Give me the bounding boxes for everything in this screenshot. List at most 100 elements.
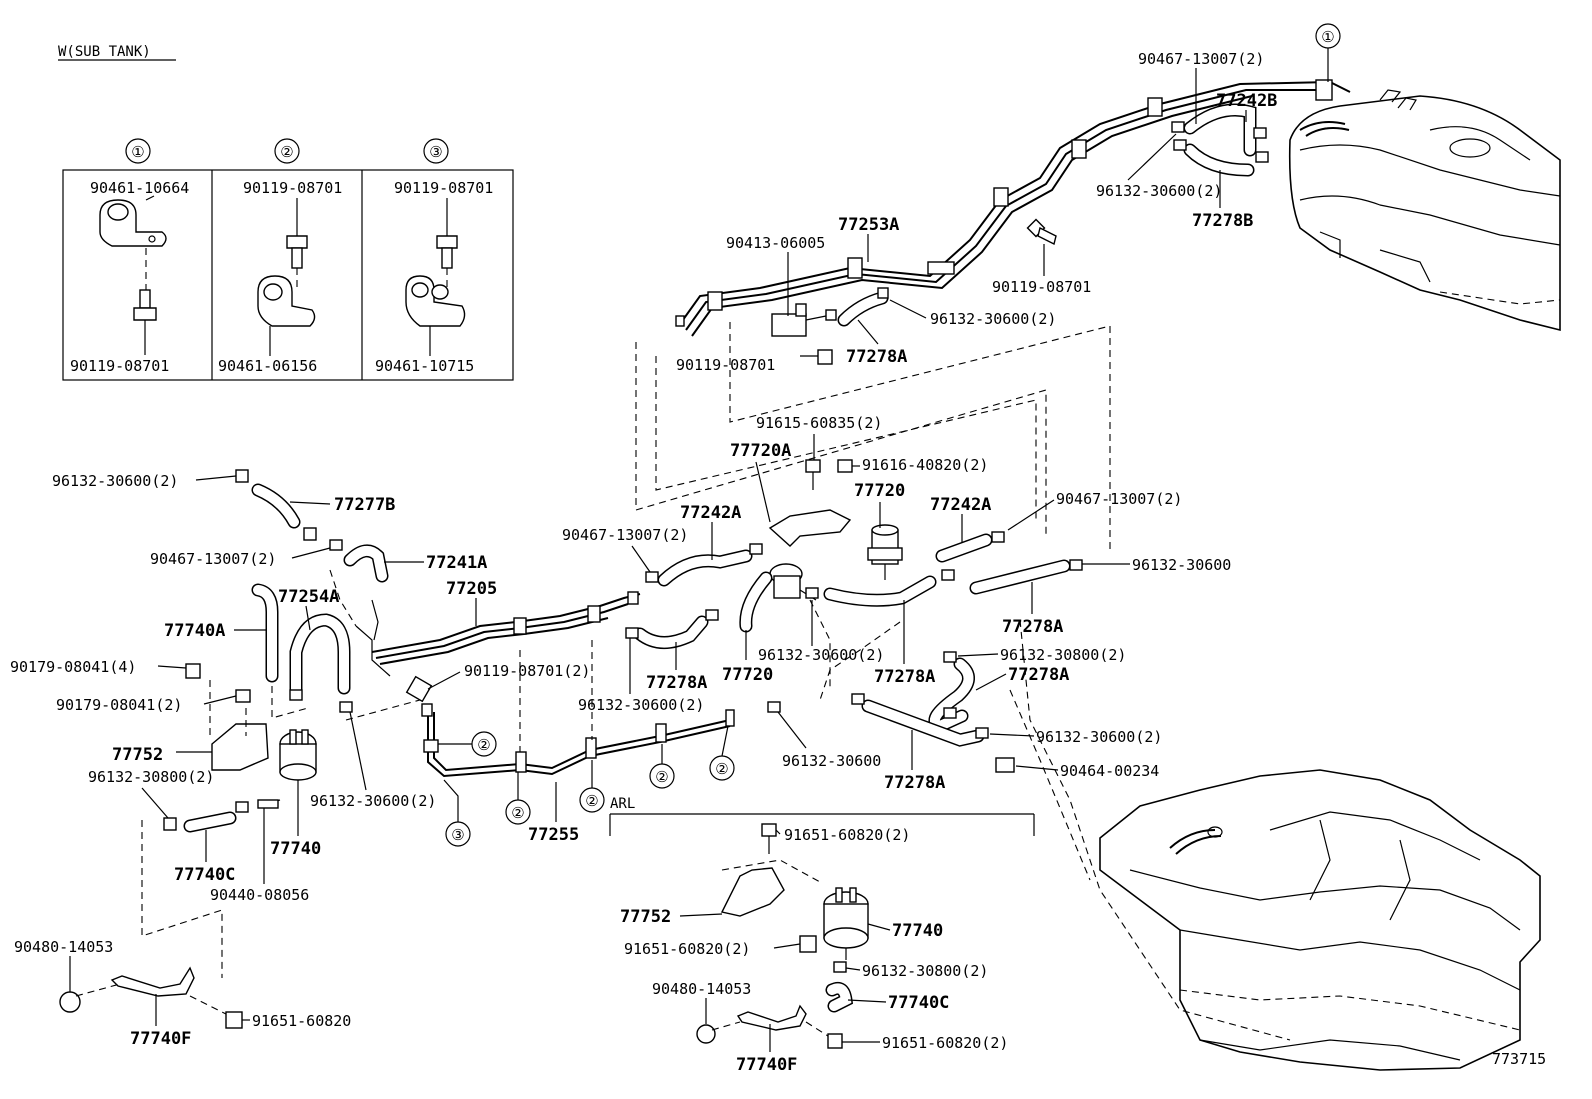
pipe-bracket: [927, 261, 955, 275]
bolt-icon: [800, 349, 833, 365]
bracket-77720A: [768, 509, 852, 547]
line-clamp: [655, 723, 667, 743]
part-label: 96132-30600(2): [930, 310, 1056, 328]
part-label: 91651-60820(2): [784, 826, 910, 844]
line-clamp: [725, 709, 735, 727]
svg-text:②: ②: [477, 736, 490, 754]
dashed-guide: [1009, 689, 1091, 881]
part-label: 77740F: [736, 1055, 797, 1075]
callout-1: ①: [1315, 23, 1341, 82]
line-clamp: [1071, 139, 1087, 159]
panel-1-bottom-part: 90119-08701: [70, 357, 169, 375]
dashed-guide: [189, 995, 227, 1015]
part-label: 90440-08056: [210, 886, 309, 904]
bolt-icon: [799, 935, 817, 953]
line-clamp: [993, 187, 1009, 207]
bolt-icon: [286, 198, 308, 269]
part-label: 77720: [854, 481, 905, 501]
bolt-icon: [405, 671, 461, 703]
dashed-guide: [809, 599, 831, 690]
hose-clip-icon: [1171, 121, 1269, 163]
svg-text:②: ②: [715, 760, 728, 778]
dashed-boundary: [729, 322, 1111, 550]
part-label: 91651-60820(2): [882, 1034, 1008, 1052]
part-label: 90413-06005: [726, 234, 825, 252]
part-label: 96132-30600: [782, 752, 881, 770]
part-label: 77241A: [426, 553, 487, 573]
svg-text:②: ②: [585, 792, 598, 810]
clamp-icon: [99, 199, 167, 247]
part-label: 96132-30600(2): [758, 646, 884, 664]
part-label: 91615-60835(2): [756, 414, 882, 432]
part-label: 96132-30600(2): [578, 696, 704, 714]
part-label: 77255: [528, 825, 579, 845]
bolt-icon: [805, 459, 853, 490]
bolt-icon: [436, 198, 458, 269]
bracket-77740F: [59, 966, 243, 1029]
panel-1-top-part: 90461-10664: [90, 179, 189, 197]
part-label: 91616-40820(2): [862, 456, 988, 474]
pipe-assembly-77255: [423, 709, 735, 778]
panel-2-bottom-part: 90461-06156: [218, 357, 317, 375]
part-label: 90467-13007(2): [562, 526, 688, 544]
callout-2: ②: [438, 731, 497, 757]
callout-2: ②: [505, 772, 531, 825]
diagram-code: 773715: [1492, 1050, 1546, 1068]
callout-2: ②: [709, 725, 735, 781]
part-label: 90480-14053: [14, 938, 113, 956]
lower-sub-tank: [1099, 769, 1541, 1071]
upper-pipe-assembly-77253A: [679, 79, 1351, 337]
part-label: 90179-08041(4): [10, 658, 136, 676]
vsv-canister-77740: [211, 723, 317, 809]
part-label: 77253A: [838, 215, 899, 235]
part-label: 77752: [112, 745, 163, 765]
part-label: 77278B: [1192, 211, 1253, 231]
grommet-icon: [995, 757, 1015, 773]
hose-clip-icon: [833, 961, 847, 973]
part-label: 77277B: [334, 495, 395, 515]
nut-icon: [59, 991, 81, 1013]
part-label: 77740A: [164, 621, 225, 641]
part-label: 77278A: [884, 773, 945, 793]
vsv-valve-upper: [771, 303, 827, 337]
part-label: 77242B: [1216, 91, 1277, 111]
panel-1-number: ①: [131, 143, 144, 161]
callout-3: ③: [443, 779, 471, 847]
part-label: 77752: [620, 907, 671, 927]
svg-text:①: ①: [1321, 28, 1334, 46]
arl-label: ARL: [610, 796, 635, 812]
line-clamp: [423, 739, 439, 753]
dashed-guide: [141, 820, 223, 978]
part-label: 77242A: [680, 503, 741, 523]
dashed-guide: [75, 983, 121, 997]
part-label: 91651-60820(2): [624, 940, 750, 958]
bolt-icon: [133, 289, 157, 355]
panel-2-number: ②: [280, 143, 293, 161]
line-clamp: [1315, 79, 1333, 101]
part-label: 96132-30600(2): [310, 792, 436, 810]
part-label: 96132-30600: [1132, 556, 1231, 574]
inset-frame: [62, 169, 514, 381]
sub-tank-label: W(SUB TANK): [58, 44, 151, 60]
dashed-guide: [805, 1021, 829, 1037]
svg-text:②: ②: [655, 768, 668, 786]
svg-text:③: ③: [451, 826, 464, 844]
part-label: 91651-60820: [252, 1012, 351, 1030]
panel-1-leader: [145, 195, 155, 201]
part-label: 77254A: [278, 587, 339, 607]
dashed-guide: [345, 699, 421, 721]
part-label: 77278A: [646, 673, 707, 693]
pipe-fitting: [421, 703, 433, 717]
callout-2: ②: [579, 760, 605, 813]
bracket-77752-arl: [720, 823, 785, 917]
dashed-guide: [329, 569, 357, 627]
callout-2: ②: [649, 744, 675, 789]
part-label: 77205: [446, 579, 497, 599]
part-label: 77720A: [730, 441, 791, 461]
part-label: 96132-30600(2): [52, 472, 178, 490]
part-label: 90467-13007(2): [1056, 490, 1182, 508]
svg-text:②: ②: [511, 804, 524, 822]
bolt-icon: [225, 1011, 243, 1029]
part-labels: 90467-13007(2) 77242B 96132-30600(2) 772…: [10, 50, 1277, 1075]
panel-3-number: ③: [429, 143, 442, 161]
